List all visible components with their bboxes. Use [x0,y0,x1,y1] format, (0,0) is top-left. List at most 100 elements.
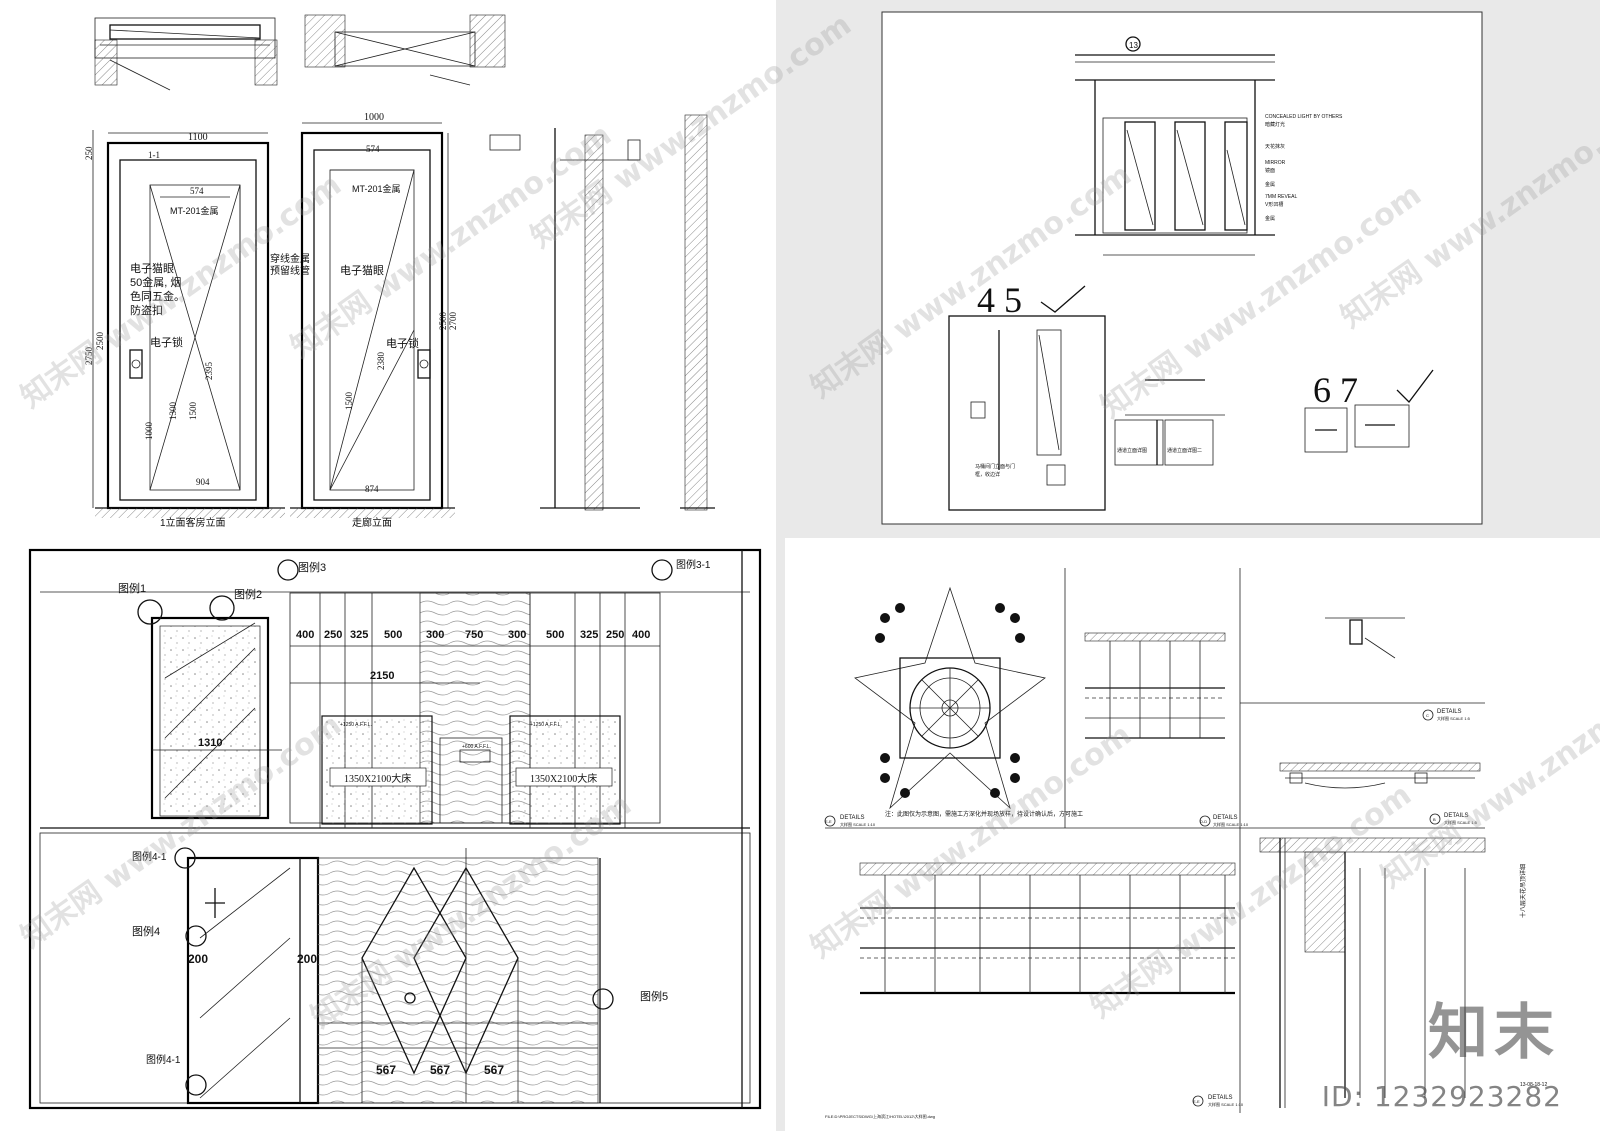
door2-width-inner: 574 [366,144,380,154]
partition-details-drawing: 13 CONCEALED LIGHT BY OTHERS 暗藏灯光 天花抹灰 M… [881,11,1483,525]
partition-note-2: 暗藏灯光 [1265,121,1285,128]
door2-material: MT-201金属 [352,183,401,194]
upper-top-dimensions: 400 250 325 500 300 750 300 500 325 250 … [296,629,650,641]
vertical-label: 十八层天花吊顶详细 [1519,864,1527,918]
door2-bottom-dim: 874 [365,484,379,494]
door1-top-dim: 250 [84,146,94,160]
dim-bottom-1: 567 [376,1063,396,1077]
door2-peephole: 电子猫眼 [340,264,384,277]
dim-top-6: 750 [465,629,483,641]
detail-title-d-d: D-D DETAILS 大样图 SCALE 1:10 [1199,815,1249,827]
door1-bottom-dim: 904 [196,477,210,487]
image-id: ID: 1232923282 [1321,1080,1562,1113]
detail-title-c: C DETAILS 大样图 SCALE 1:5 [1422,709,1471,721]
door1-peephole: 电子猫眼 [130,262,174,275]
legend-5: 图例5 [640,989,668,1003]
dim-200-right: 200 [297,952,317,966]
upper-elevation [150,592,661,828]
dim-bottom-2: 567 [430,1063,450,1077]
dim-bottom-3: 567 [484,1063,504,1077]
detail-title-b: B DETAILS 大样图 SCALE 1:5 [1429,813,1478,825]
legend-1: 图例1 [118,581,146,595]
detail-c [1325,617,1405,659]
dim-top-2: 250 [324,629,342,641]
partition-note-5: 镜面 [1265,167,1275,174]
detail-sub-5: 大样图 SCALE 1:10 [1208,1101,1244,1107]
detail-long-section [859,862,1236,995]
detail-id-5: E-E [1193,1099,1200,1104]
door-elevation-1 [92,130,285,518]
door2-height-inner: 2500 [438,312,448,331]
partition-marker: 13 [1129,41,1138,50]
ceiling-note: 注：此图仅为示意图，需施工方深化并现场放样，待设计确认后，方可施工 [885,810,1083,818]
detail-d-d-section [1084,632,1226,739]
dim-top-7: 300 [508,629,526,641]
door1-hardware-3: 防盗扣 [130,303,163,317]
partition-note-3: 天花抹灰 [1265,143,1285,150]
detail-title-4: DETAILS [1444,813,1469,819]
detail-sub-2: 大样图 SCALE 1:10 [1213,821,1249,827]
partition-note-7: 7MM REVEAL [1265,194,1297,200]
detail-box-7 [1354,404,1410,448]
detail-sub-1: 大样图 SCALE 1:10 [840,821,876,827]
legend-4-1-top: 图例4-1 [132,850,167,863]
door1-height-1500: 1500 [188,402,198,421]
bed-label-2: 1350X2100大床 [530,772,597,785]
aff-label-2: +1250 A.F.F.L. [530,722,562,728]
detail-sub-3: 大样图 SCALE 1:5 [1437,715,1471,721]
legend-3-1: 图例3-1 [676,558,711,571]
detail-id-1: E-E [825,819,832,824]
star-ceiling-plan [854,586,1046,810]
sheet-partition-details: 13 CONCEALED LIGHT BY OTHERS 暗藏灯光 天花抹灰 M… [785,0,1600,538]
sheet-door-elevations: 1100 574 1-1 MT-201金属 电子猫眼 50金属, 烟 色同五金。… [0,0,776,538]
door1-height-open: 2395 [204,362,214,381]
door1-height-total: 2750 [84,347,94,366]
door2-lock: 电子锁 [386,336,419,350]
dim-1310: 1310 [198,737,222,749]
door2-height-open: 2380 [376,352,386,371]
aff-label-3: +600 A.F.F.L. [462,744,491,750]
ceiling-details-drawing: 注：此图仅为示意图，需施工方深化并现场放样，待设计确认后，方可施工 [824,568,1547,1119]
partition-note-6: 金属 [1265,181,1275,188]
door-elevations-drawing: 1100 574 1-1 MT-201金属 电子猫眼 50金属, 烟 色同五金。… [84,14,715,529]
detail-id-2: D-D [1200,819,1207,824]
dim-top-9: 325 [580,629,598,641]
door1-lock: 电子锁 [150,335,183,349]
legend-3: 图例3 [298,560,326,574]
detail-sections [1114,379,1225,466]
detail-note-2: 框，收边详 [975,471,1000,478]
door2-width-total: 1000 [364,112,384,123]
dim-top-5: 300 [426,629,444,641]
door1-caption: 1立面客房立面 [160,516,226,529]
legend-4: 图例4 [132,924,160,938]
legend-2: 图例2 [234,587,262,601]
door1-height-1300: 1300 [168,402,178,421]
dim-top-8: 500 [546,629,564,641]
drawing-code: 13-08-18-12 [1520,1082,1547,1088]
legend-4-1-bottom: 图例4-1 [146,1053,181,1066]
detail-title-5: DETAILS [1208,1095,1233,1101]
section-label-1: 通道立面详图 [1117,447,1147,454]
door1-width-total: 1100 [188,132,208,143]
dim-top-4: 500 [384,629,402,641]
aff-label-1: +1250 A.F.F.L. [340,722,372,728]
dim-top-10: 250 [606,629,624,641]
door-plan-detail-1 [94,17,278,91]
door1-wire-1: 穿线金属 [270,252,310,265]
door-side-sections [489,114,715,511]
star-plan-markers [875,603,1025,798]
dim-200-left: 200 [188,952,208,966]
dim-top-1: 400 [296,629,314,641]
door-elevation-2 [290,122,455,518]
lower-elevation [186,848,601,1105]
detail-title-e-e-1: E-E DETAILS 大样图 SCALE 1:10 [824,815,876,827]
detail-id-4: B [1433,817,1436,822]
detail-title-3: DETAILS [1437,709,1462,715]
dim-2150: 2150 [370,670,394,682]
detail-title-1: DETAILS [840,815,865,821]
door-plan-detail-2 [304,14,506,86]
partition-note-8: V形凹槽 [1265,201,1283,208]
door1-wire-2: 预留线管 [270,264,310,277]
door1-width-inner: 574 [190,186,204,196]
detail-title-e-e-2: E-E DETAILS 大样图 SCALE 1:10 [1192,1095,1244,1107]
